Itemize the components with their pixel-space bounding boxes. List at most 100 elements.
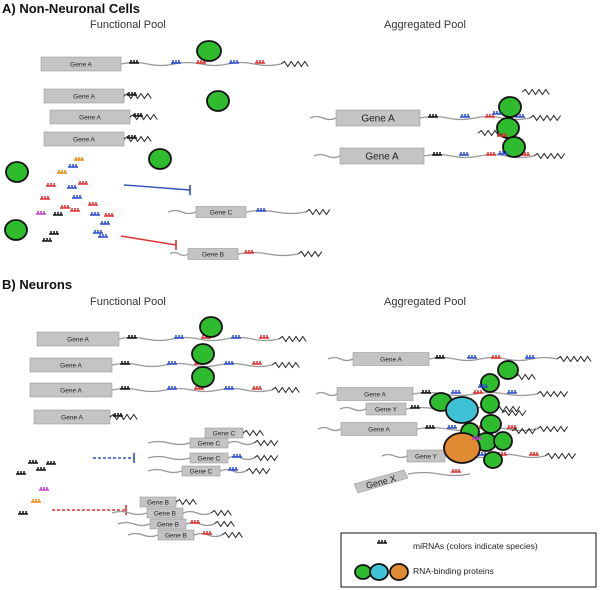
a-free-mirna-icon-8 — [36, 211, 46, 215]
b-func-gene-b-3-mirna-icon — [190, 520, 200, 524]
b-agg-gene-a-2-mirna-icon — [473, 390, 483, 394]
b-func-gene-a-2-strand — [111, 362, 273, 368]
legend-rbp-label: RNA-binding proteins — [413, 566, 494, 576]
b-agg-gene-a-3-mirna-icon — [507, 425, 517, 429]
b-agg-tail-1 — [514, 373, 536, 381]
legend-rbp-green-icon — [354, 564, 372, 580]
b-func-gene-a-3-mirna-icon — [224, 386, 234, 390]
b-agg-gene-a-1-mirna-icon — [435, 355, 445, 359]
a-free-mirna-icon-9 — [70, 208, 80, 212]
b-func-gene-c-4-poly-a — [245, 467, 271, 475]
b-func-gene-a-3-box — [29, 382, 113, 398]
b-agg-gene-a-1-5prime — [327, 356, 354, 362]
b-func-gene-a-1-strand — [118, 336, 280, 342]
b-free-mirna-icon-3 — [16, 471, 26, 475]
b-func-gene-a-3-mirna-icon — [194, 386, 204, 390]
a-func-gene-a-3-poly-a — [129, 113, 158, 121]
b-agg-gene-y-2-label: Gene Y — [415, 453, 438, 460]
b-agg-gene-a-1-poly-a — [556, 355, 592, 363]
a-func-gene-a-4-poly-a — [123, 135, 152, 143]
a-agg-gene-a-2-5prime — [313, 153, 341, 159]
a-func-gene-a-1-mirna-icon — [196, 60, 206, 64]
b-func-rbp-1 — [199, 316, 223, 338]
b-func-gene-a-3-poly-a — [271, 386, 300, 394]
legend-mirna-label: miRNAs (colors indicate species) — [413, 541, 538, 551]
a-func-gene-a-2-label: Gene A — [73, 93, 95, 100]
b-free-mirna-icon-2 — [46, 461, 56, 465]
b-agg-gene-a-1-mirna-icon — [467, 355, 477, 359]
a-free-mirna-icon-6 — [60, 205, 70, 209]
a-func-rbp-5 — [4, 219, 28, 241]
b-func-gene-c-1-poly-a — [242, 429, 264, 437]
b-func-gene-b-1-label: Gene B — [147, 499, 169, 506]
section-b-title: B) Neurons — [2, 277, 73, 292]
a-free-mirna-icon-4 — [40, 196, 50, 200]
b-func-gene-a-4-label: Gene A — [61, 414, 83, 421]
b-agg-rbp-1 — [497, 360, 519, 380]
a-func-gene-a-4-mirna-icon — [127, 135, 137, 139]
a-agg-rbp-2 — [496, 117, 520, 139]
b-func-gene-a-2-mirna-icon — [224, 361, 234, 365]
b-agg-gene-a-2-5prime — [315, 391, 338, 397]
a-free-mirna-icon-2 — [67, 185, 77, 189]
b-func-gene-a-1-mirna-icon — [127, 335, 137, 339]
a-agg-gene-a-1-poly-a — [529, 114, 562, 122]
b-func-gene-c-3-poly-a — [253, 454, 279, 462]
b-agg-mirna-icon — [472, 436, 482, 440]
a-func-gene-b-mirna-icon — [244, 250, 254, 254]
b-func-gene-c-4-strand — [219, 468, 247, 474]
a-free-mirna-icon-0 — [57, 170, 67, 174]
b-agg-gene-a-3-mirna-icon — [447, 425, 457, 429]
b-gene-c-5prime-2 — [147, 455, 191, 461]
a-free-mirna-icon-7 — [88, 202, 98, 206]
b-gene-b-5prime-2 — [117, 521, 151, 527]
a-free-mirna-icon-12 — [100, 221, 110, 225]
a-agg-mirna-icon — [492, 111, 502, 115]
a-func-gene-b-poly-a — [297, 250, 323, 258]
b-func-gene-a-1-box — [36, 331, 120, 347]
b-free-mirna-icon-4 — [39, 487, 49, 491]
a-agg-gene-a-2-label: Gene A — [365, 152, 399, 163]
a-func-gene-c-label: Gene C — [210, 209, 233, 216]
b-gene-c-5prime-3 — [147, 468, 183, 474]
b-agg-tail-2 — [501, 409, 527, 417]
section-b-aggregated-title: Aggregated Pool — [384, 296, 466, 308]
b-func-rbp-2 — [191, 343, 215, 365]
a-func-rbp-3 — [5, 161, 29, 183]
b-func-gene-c-4-mirna-icon — [228, 467, 238, 471]
a-agg-mirna-icon — [497, 133, 507, 137]
b-func-gene-a-3-mirna-icon — [120, 386, 130, 390]
b-func-gene-a-2-mirna-icon — [167, 361, 177, 365]
b-agg-gene-y-1-mirna-icon — [410, 405, 420, 409]
b-func-gene-c-1-label: Gene C — [213, 430, 236, 437]
a-free-mirna-icon-18 — [74, 157, 84, 161]
a-func-gene-c-poly-a — [305, 208, 331, 216]
a-func-gene-a-2-mirna-icon — [127, 92, 137, 96]
a-func-gene-a-1-mirna-icon — [129, 60, 139, 64]
b-agg-tail-3 — [511, 427, 537, 435]
b-gene-b-5prime — [111, 510, 148, 516]
b-func-gene-a-2-poly-a — [271, 361, 300, 369]
b-agg-rbp-cyan — [445, 396, 479, 424]
a-agg-mirna-icon — [498, 151, 508, 155]
b-gene-b-5prime-3 — [127, 532, 159, 538]
a-func-gene-a-1-mirna-icon — [255, 60, 265, 64]
b-func-gene-a-1-poly-a — [278, 335, 307, 343]
a-agg-gene-a-2-poly-a — [533, 152, 566, 160]
a-func-gene-b-label: Gene B — [202, 251, 224, 258]
b-func-gene-a-4-mirna-icon — [113, 413, 123, 417]
b-agg-gene-y-1-poly-a — [495, 405, 521, 413]
b-func-gene-b-4-poly-a — [221, 531, 243, 539]
a-func-gene-c-strand — [245, 209, 307, 215]
section-a-title: A) Non-Neuronal Cells — [2, 1, 140, 16]
b-free-mirna-icon-5 — [31, 499, 41, 503]
b-func-gene-a-4-poly-a — [109, 413, 138, 421]
a-agg-gene-a-1-label: Gene A — [361, 114, 395, 125]
b-agg-gene-a-2-label: Gene A — [364, 391, 386, 398]
b-func-gene-c-3-mirna-icon — [232, 454, 242, 458]
section-a-functional-title: Functional Pool — [90, 19, 166, 31]
b-agg-gene-a-1-mirna-icon — [491, 355, 501, 359]
a-agg-rbp-1 — [498, 96, 522, 118]
a-free-mirna-icon-10 — [53, 212, 63, 216]
